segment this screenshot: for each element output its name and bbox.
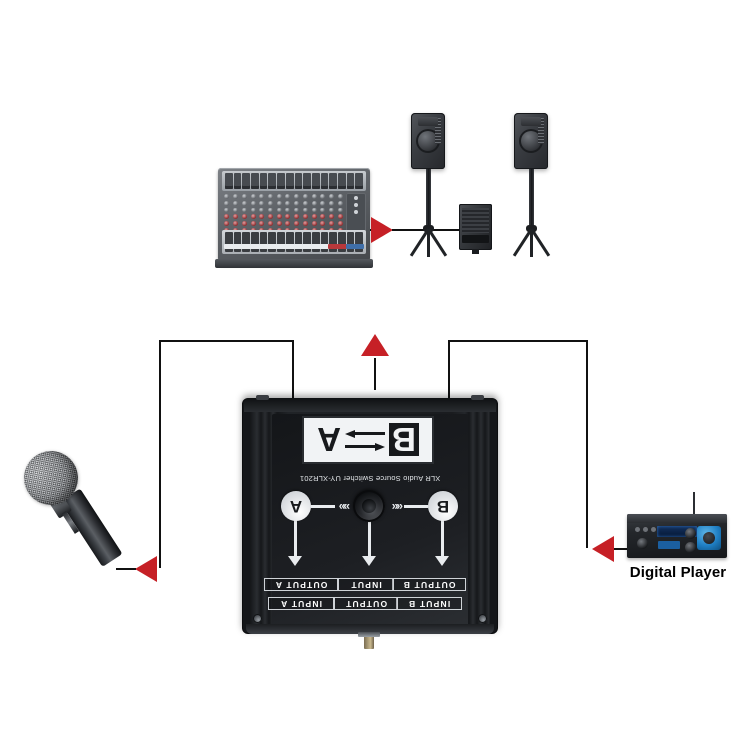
digital-player-volume-knob [697, 526, 721, 550]
microphone [13, 440, 129, 577]
chevrons-left: «« [393, 500, 403, 514]
wire-switcher-to-player-horizontal [448, 340, 588, 342]
wire-microphone-tail [116, 568, 136, 570]
source-selector-knob[interactable] [353, 490, 385, 522]
wire-switcher-to-mixer [374, 358, 376, 390]
port-label-input-a: INPUT A [268, 597, 334, 610]
subwoofer-grill [462, 208, 489, 233]
device-model-text: XLR Audio Source Switcher UY-XLR201 [299, 474, 441, 483]
wire-switcher-input-a-vertical [448, 340, 450, 402]
digital-player-knob-left [637, 538, 648, 549]
audio-mixer [215, 168, 373, 268]
link-a-to-knob [311, 505, 335, 508]
mixer-fader-bank [222, 230, 366, 254]
switcher-xlr-connector [358, 632, 380, 652]
xlr-audio-source-switcher: INPUT B OUTPUT B OUTPUT INPUT INPUT A OU… [242, 395, 498, 649]
port-label-output-a: OUTPUT A [264, 578, 338, 591]
port-label-output: OUTPUT [334, 597, 398, 610]
speaker-right [508, 113, 578, 257]
mixer-master-section [346, 193, 366, 233]
ab-badge-letter-a: A [317, 421, 341, 459]
ab-badge-letter-b: B [389, 422, 419, 459]
ab-badge-arrow-left [345, 442, 385, 451]
digital-player-knob-mid [685, 528, 696, 539]
switcher-screw-tl [478, 614, 487, 623]
arrow-switcher-to-mixer [361, 334, 389, 356]
digital-player-top-panel [627, 514, 727, 523]
ab-badge-arrow-right [345, 429, 385, 438]
subwoofer-port [462, 235, 489, 243]
ab-switch-badge: B A [302, 416, 434, 464]
arrow-mixer-to-speakers [371, 217, 393, 243]
digital-player-label: Digital Player [629, 564, 727, 581]
microphone-handle [59, 488, 123, 567]
speaker-left-grill [435, 118, 441, 144]
subwoofer-foot [472, 249, 479, 254]
wire-player-tail [614, 548, 630, 550]
digital-player-indicator [658, 541, 680, 549]
wire-switcher-input-b-vertical [292, 340, 294, 402]
mixer-base [215, 259, 373, 268]
port-label-input-b: INPUT B [396, 597, 462, 610]
selector-badge-a: A [281, 491, 311, 521]
wire-switcher-to-microphone-horizontal [159, 340, 294, 342]
wire-to-microphone-vertical [159, 340, 161, 568]
chevrons-right: »» [340, 500, 350, 514]
wire-to-player-vertical [586, 340, 588, 548]
switcher-screw-tr [253, 614, 262, 623]
ab-badge-arrows [342, 429, 388, 451]
arrow-to-digital-player [592, 536, 614, 562]
speaker-left-pole [426, 169, 431, 231]
port-label-output-b: OUTPUT B [392, 578, 466, 591]
mixer-input-jacks [222, 171, 366, 191]
selector-badge-b: B [428, 491, 458, 521]
link-b-to-knob [404, 505, 428, 508]
switcher-bottom-edge [244, 398, 496, 412]
digital-player-knob-mid2 [685, 542, 696, 553]
digital-player-display [657, 526, 697, 537]
subwoofer [459, 204, 492, 254]
speaker-left-cabinet [411, 113, 445, 169]
digital-player [627, 492, 727, 558]
speaker-right-cabinet [514, 113, 548, 169]
mixer-knob-grid [223, 193, 344, 233]
digital-player-antenna [693, 492, 695, 516]
speaker-right-pole [529, 169, 534, 231]
switcher-foot-right [256, 395, 269, 400]
port-label-input: INPUT [338, 578, 394, 591]
switcher-foot-left [471, 395, 484, 400]
arrow-to-microphone [135, 556, 157, 582]
speaker-right-grill [538, 118, 544, 144]
speaker-left [405, 113, 475, 257]
